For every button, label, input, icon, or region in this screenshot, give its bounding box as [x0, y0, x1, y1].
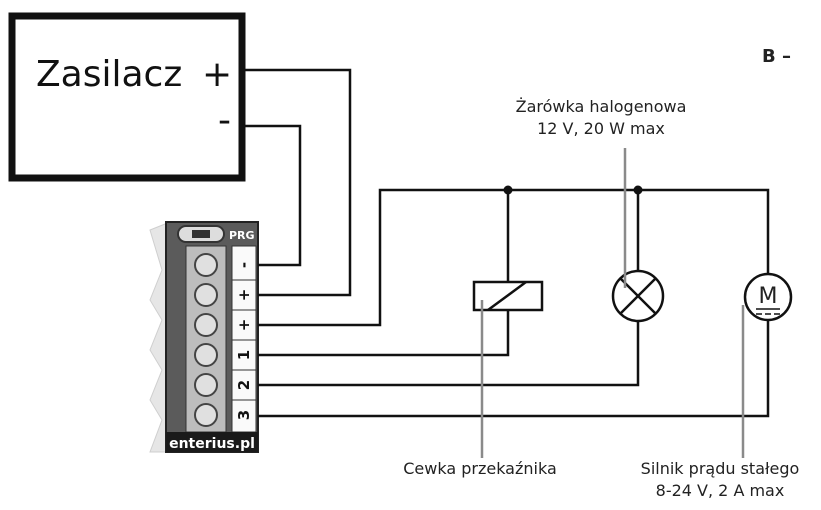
terminal-screw	[194, 343, 218, 367]
bulb-label-line1: Żarówka halogenowa	[516, 97, 687, 116]
terminal-screw	[194, 403, 218, 427]
wire-bulb-bottom	[258, 320, 640, 387]
motor-label-line1: Silnik prądu stałego	[641, 459, 800, 478]
brand-label: enterius.pl	[169, 436, 255, 452]
bulb-label-line2: 12 V, 20 W max	[537, 119, 665, 138]
power-supply-label: Zasilacz	[36, 54, 182, 95]
junction-bulb	[633, 185, 643, 195]
leader-lines	[480, 148, 745, 458]
relay-coil-slash	[487, 280, 527, 312]
power-supply-minus: -	[218, 100, 231, 141]
motor-label-line2: 8-24 V, 2 A max	[656, 481, 785, 500]
prg-connector-slot	[192, 230, 210, 238]
terminal-label: 3	[235, 410, 253, 420]
terminal-screw	[194, 313, 218, 337]
power-supply: Zasilacz + -	[8, 12, 246, 182]
relay-label: Cewka przekaźnika	[403, 459, 557, 478]
junction-relay	[503, 185, 513, 195]
prg-label: PRG	[229, 229, 255, 242]
wire-motor-bottom	[258, 320, 770, 418]
power-supply-box	[8, 12, 246, 182]
brand-strip	[166, 432, 258, 452]
terminal-label: 2	[235, 380, 253, 390]
terminal-screw	[194, 253, 218, 277]
controller-module: PRG - + +1 2 3 enterius.pl	[149, 221, 259, 453]
section-label: B –	[762, 46, 791, 67]
wire-relay-bottom	[258, 310, 510, 357]
wire-psu-minus	[242, 124, 302, 267]
motor-symbol: M	[743, 272, 793, 322]
terminal-label: 1	[235, 350, 253, 360]
label-column	[231, 245, 257, 433]
terminal-label: +	[235, 319, 253, 332]
terminal-label: -	[235, 262, 253, 268]
relay-coil	[472, 280, 544, 312]
terminal-screw	[194, 283, 218, 307]
terminal-label: +	[235, 289, 253, 302]
wires	[242, 68, 770, 418]
wire-psu-plus	[242, 68, 352, 297]
power-supply-plus: +	[202, 54, 232, 95]
terminal-screw	[194, 373, 218, 397]
wire-supply-bus	[258, 188, 770, 327]
bulb-symbol	[611, 269, 665, 323]
motor-letter: M	[759, 284, 778, 309]
